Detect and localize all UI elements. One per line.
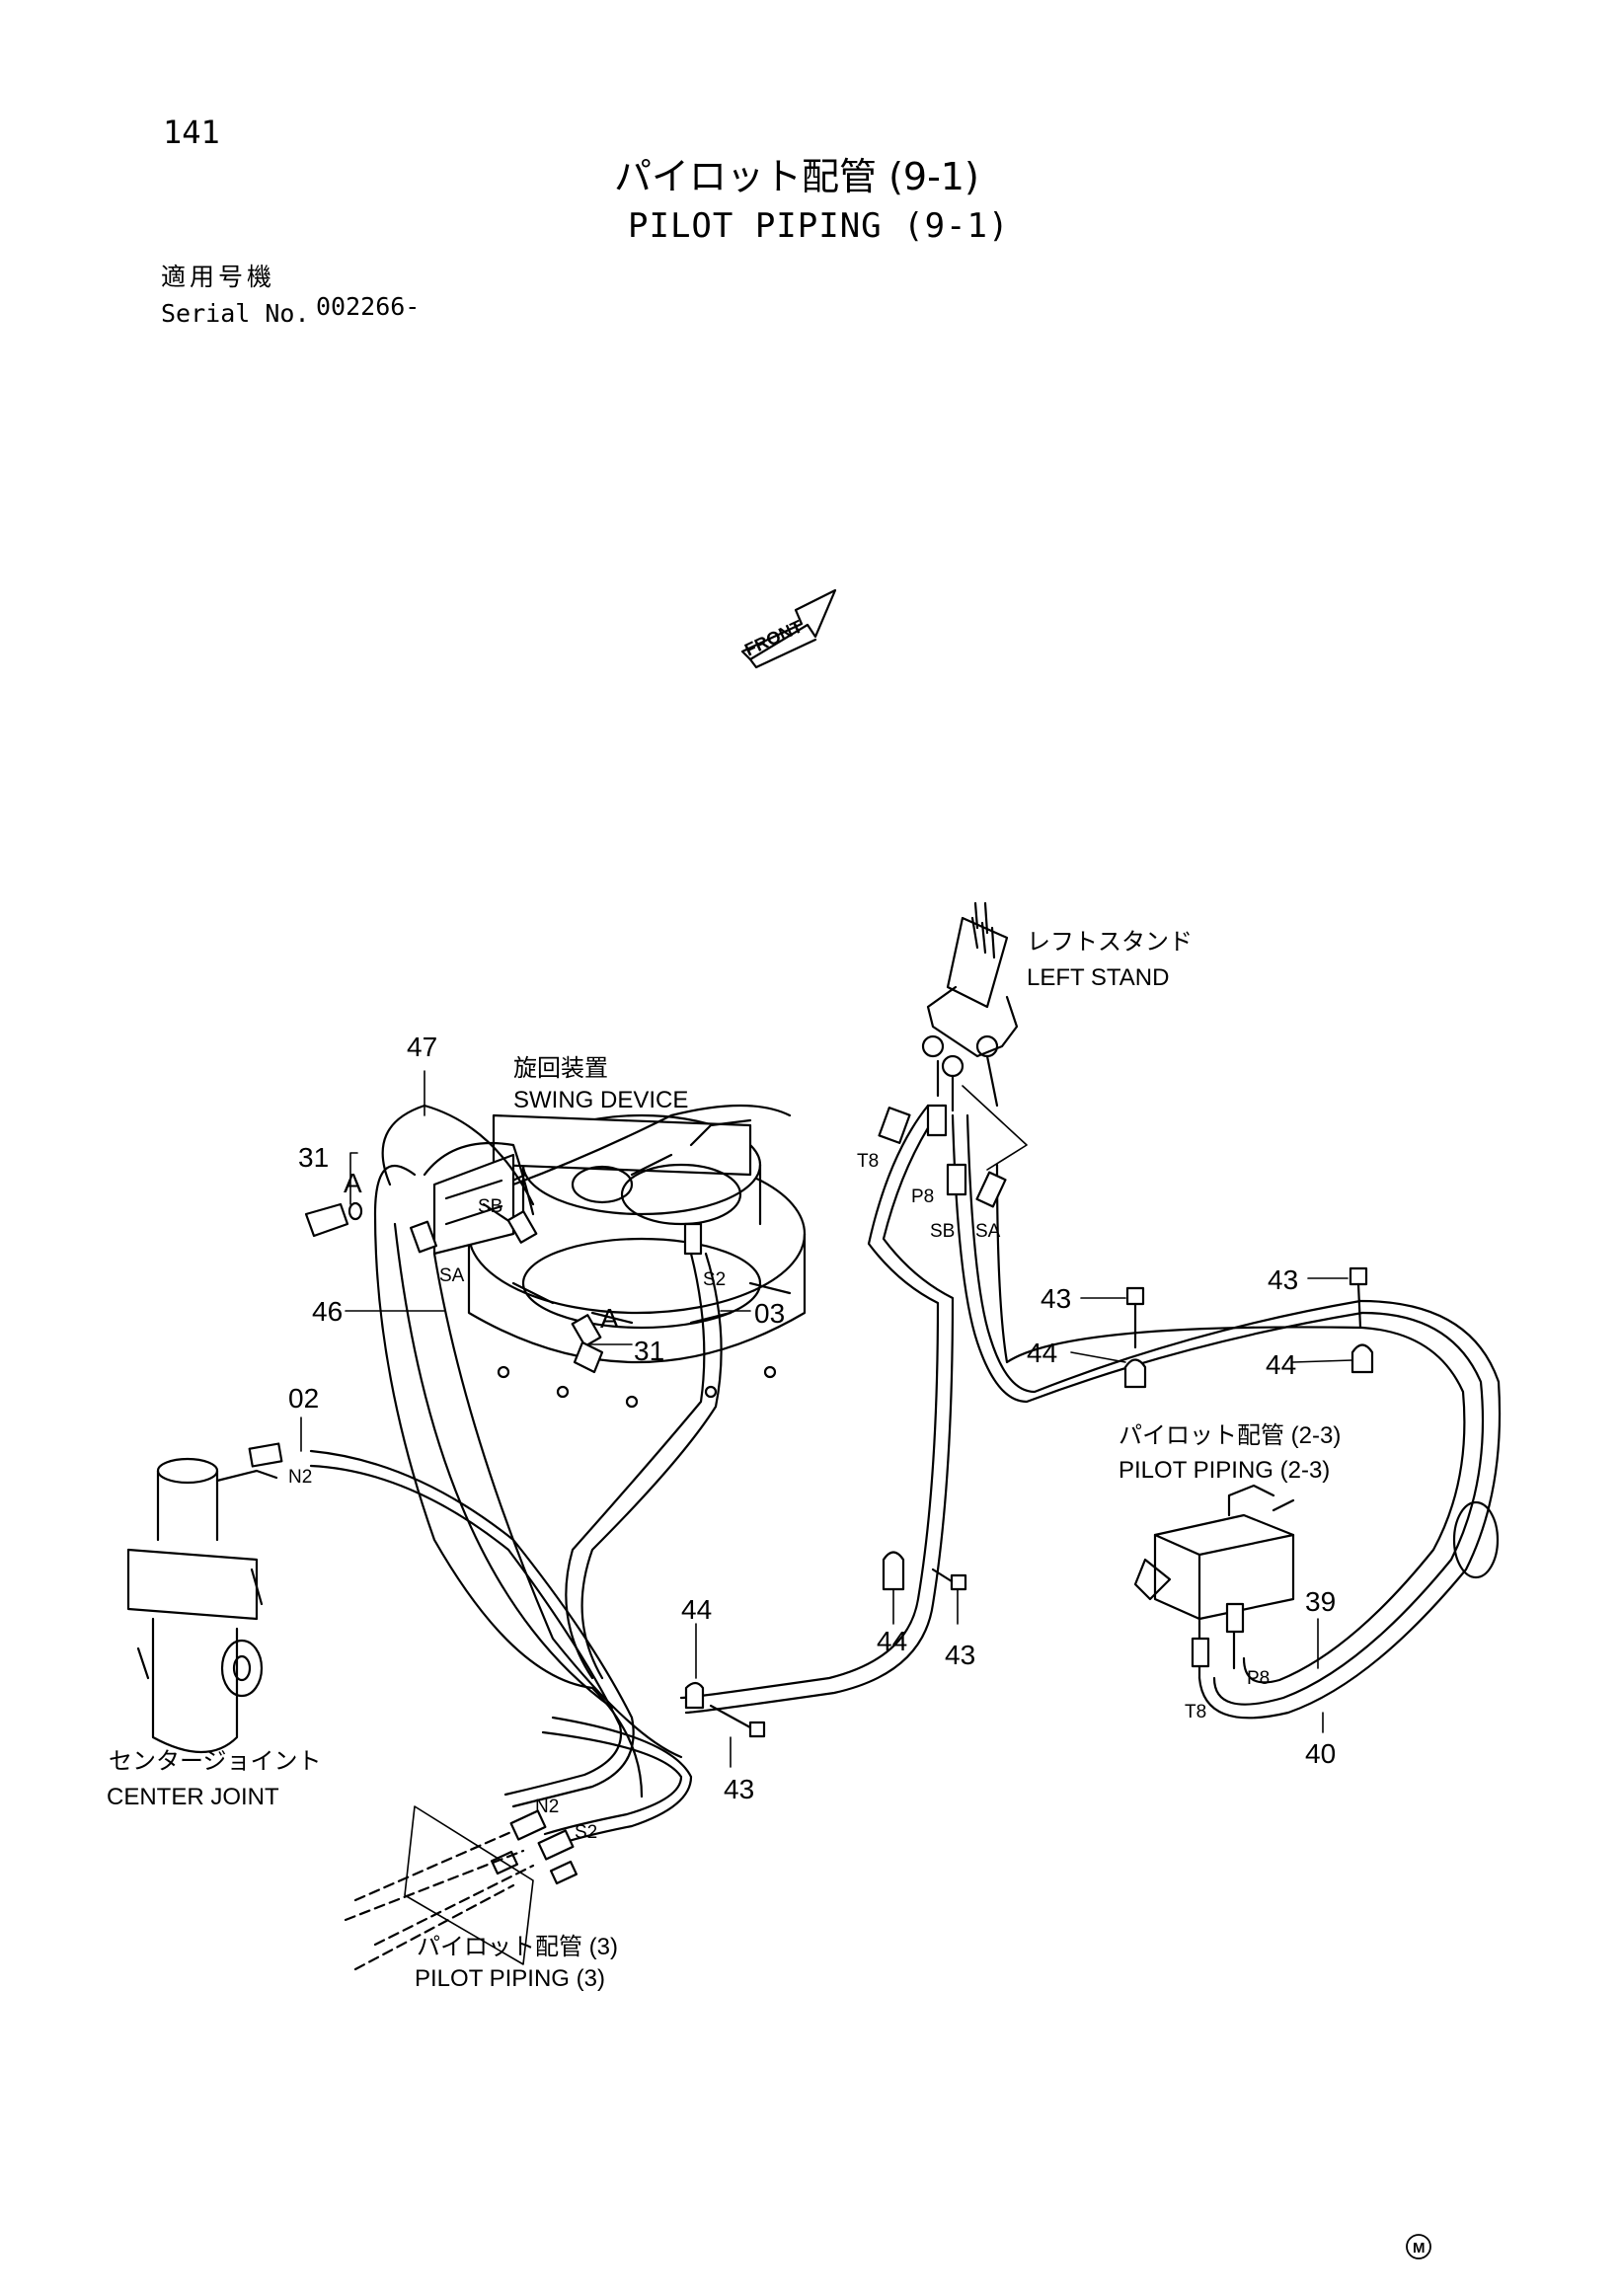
callout-44-c: 44 xyxy=(681,1594,712,1625)
callout-47: 47 xyxy=(407,1032,437,1062)
pilot-piping-3-lines xyxy=(344,1829,535,1971)
center-joint-label-jp: センタージョイント xyxy=(109,1748,322,1775)
port-n2-bottom: N2 xyxy=(535,1797,559,1817)
clamps-and-bolts xyxy=(304,1201,1374,1738)
serial-label-english: Serial No. xyxy=(161,299,310,328)
port-n2-center: N2 xyxy=(288,1467,312,1488)
page-number: 141 xyxy=(163,114,220,151)
callout-31-b: 31 xyxy=(634,1336,664,1366)
callout-44-d: 44 xyxy=(877,1626,907,1656)
hose-fittings xyxy=(248,1104,1245,1885)
port-sb-swing: SB xyxy=(478,1196,502,1217)
callout-43-c: 43 xyxy=(945,1640,975,1670)
swing-device-label-en: SWING DEVICE xyxy=(513,1087,688,1113)
serial-value: 002266- xyxy=(316,292,421,321)
callout-02: 02 xyxy=(288,1383,319,1414)
left-stand-label-jp: レフトスタンド xyxy=(1027,929,1193,956)
leader-lines xyxy=(300,1070,1353,1768)
front-arrow-label: FRONT xyxy=(741,616,806,659)
port-p8-block: P8 xyxy=(1247,1668,1270,1689)
footer-mark-icon xyxy=(1406,2234,1431,2259)
pilot-valve-block-drawing xyxy=(1133,1484,1295,1621)
port-p8-stand: P8 xyxy=(911,1186,934,1207)
callout-43-b: 43 xyxy=(1268,1264,1298,1295)
center-joint-label-en: CENTER JOINT xyxy=(107,1784,279,1810)
pilot-piping-3-label-jp: パイロット配管 (3) xyxy=(417,1934,618,1960)
pilot-piping-3-label-en: PILOT PIPING (3) xyxy=(415,1965,605,1992)
port-sb-stand: SB xyxy=(930,1221,955,1242)
center-joint-drawing xyxy=(126,1457,278,1754)
callout-46: 46 xyxy=(312,1296,343,1327)
left-stand-label-en: LEFT STAND xyxy=(1027,964,1169,991)
footer-mark: M xyxy=(1413,2240,1426,2257)
title-japanese: パイロット配管 (9-1) xyxy=(614,155,979,198)
callout-a-2: A xyxy=(600,1303,619,1334)
left-stand-valve-drawing xyxy=(921,901,1019,1112)
port-s2-swing: S2 xyxy=(703,1269,726,1290)
port-t8-stand: T8 xyxy=(857,1151,879,1172)
port-sa-swing: SA xyxy=(439,1265,465,1286)
callout-a-1: A xyxy=(344,1168,362,1198)
title-english: PILOT PIPING (9-1) xyxy=(628,206,1010,246)
callout-31-a: 31 xyxy=(298,1142,329,1173)
port-t8-block: T8 xyxy=(1185,1702,1206,1722)
pilot-piping-2-3-label-en: PILOT PIPING (2-3) xyxy=(1119,1457,1330,1484)
callout-44-b: 44 xyxy=(1266,1349,1296,1380)
callout-40: 40 xyxy=(1305,1738,1336,1769)
callout-44-a: 44 xyxy=(1027,1338,1057,1368)
port-sa-stand: SA xyxy=(975,1221,1001,1242)
callout-03: 03 xyxy=(754,1298,785,1329)
callout-43-a: 43 xyxy=(1041,1283,1071,1314)
swing-device-drawing xyxy=(432,1104,807,1409)
port-s2-bottom: S2 xyxy=(575,1822,597,1843)
front-arrow-icon xyxy=(740,588,837,669)
serial-label-japanese: 適用号機 xyxy=(161,263,276,291)
callout-39: 39 xyxy=(1305,1586,1336,1617)
swing-device-label-jp: 旋回装置 xyxy=(513,1055,608,1082)
callout-43-d: 43 xyxy=(724,1774,754,1804)
pilot-piping-2-3-label-jp: パイロット配管 (2-3) xyxy=(1119,1422,1341,1449)
hoses xyxy=(309,1104,1502,1848)
